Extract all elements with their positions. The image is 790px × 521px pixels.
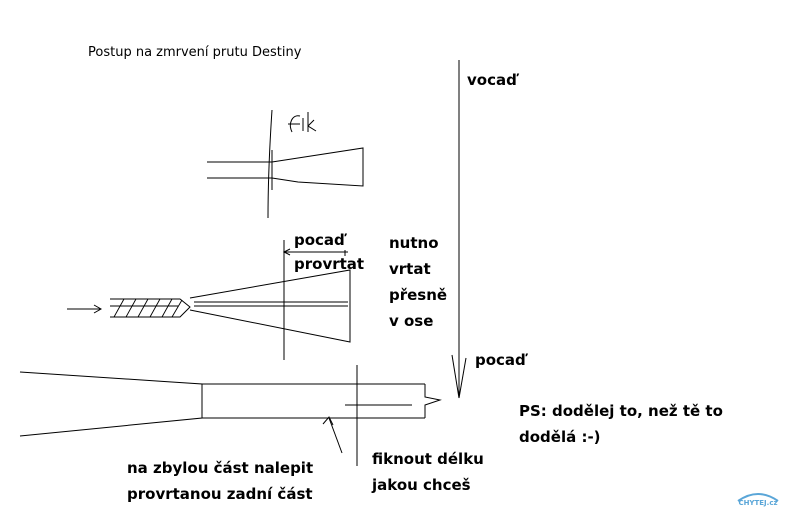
fik-handwriting — [288, 112, 317, 133]
note-zbylou-line1: na zbylou část nalepit — [127, 459, 314, 477]
note-nutno-line4: v ose — [389, 312, 434, 330]
label-vocad: vocaď — [467, 71, 517, 89]
note-ps-line2: dodělá :-) — [519, 428, 601, 446]
label-provrtat: provrtat — [294, 255, 365, 273]
note-ps-line1: PS: dodělej to, než tě to — [519, 402, 723, 420]
note-ps: PS: dodělej to, než tě to dodělá :-) — [519, 398, 723, 450]
page-title: Postup na zmrvení prutu Destiny — [88, 45, 302, 60]
figure-big-rod — [19, 365, 442, 466]
note-nutno-line2: vrtat — [389, 260, 431, 278]
label-pocad-right: pocaď — [475, 351, 526, 369]
note-zbylou-line2: provrtanou zadní část — [127, 485, 313, 503]
note-fiknout-line1: fiknout délku — [372, 450, 484, 468]
note-nutno-line1: nutno — [389, 234, 439, 252]
note-nutno-line3: přesně — [389, 286, 448, 304]
long-arrow — [451, 60, 467, 399]
note-fiknout-line2: jakou chceš — [372, 476, 471, 494]
label-pocad-top: pocaď — [294, 231, 345, 249]
chytej-logo: CHYTEJ.cz — [736, 487, 780, 513]
figure-cut-mark — [207, 109, 364, 219]
note-zbylou: na zbylou část nalepit provrtanou zadní … — [127, 455, 313, 507]
note-fiknout: fiknout délku jakou chceš — [372, 446, 484, 498]
figure-drilling — [67, 240, 351, 360]
note-nutno: nutno vrtat přesně v ose — [389, 230, 447, 334]
logo-text: CHYTEJ.cz — [738, 499, 777, 507]
